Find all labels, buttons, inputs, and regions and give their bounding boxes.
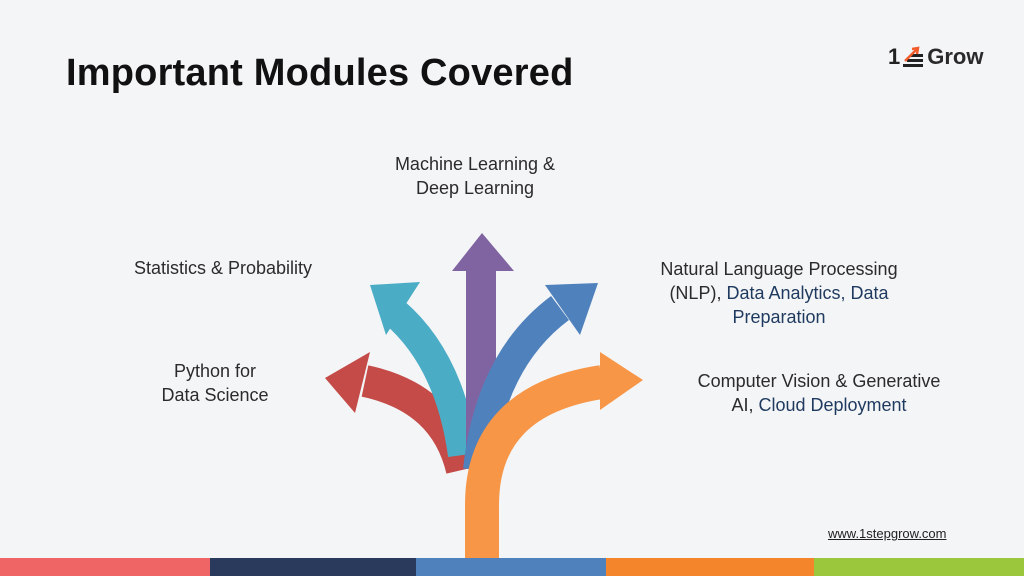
module-python: Python for Data Science — [161, 361, 269, 405]
footer-bar-1 — [0, 558, 210, 576]
logo-text-left: 1 — [888, 44, 901, 69]
arrow-python-head — [325, 352, 370, 413]
footer-bar-3 — [416, 558, 606, 576]
footer-bar-5 — [814, 558, 1024, 576]
arrow-nlp-head — [545, 283, 598, 335]
footer-bar-4 — [606, 558, 814, 576]
arrow-cv — [465, 365, 605, 576]
stairs-icon — [903, 46, 924, 67]
arrow-statistics-head — [370, 282, 420, 335]
page-title: Important Modules Covered — [66, 52, 574, 94]
module-ml: Machine Learning & Deep Learning — [394, 154, 556, 198]
arrow-statistics — [383, 300, 478, 458]
module-statistics: Statistics & Probability — [133, 258, 313, 278]
brand-logo: 1 Grow — [888, 44, 983, 70]
logo-text-right: Grow — [927, 44, 984, 69]
website-link[interactable]: www.1stepgrow.com — [828, 526, 947, 541]
arrow-ml-head — [452, 233, 514, 271]
footer-bar-2 — [210, 558, 416, 576]
arrow-cv-head — [600, 352, 643, 410]
module-cv: Computer Vision & Generative AI, Cloud D… — [697, 371, 941, 415]
module-nlp: Natural Language Processing (NLP), Data … — [660, 259, 898, 327]
